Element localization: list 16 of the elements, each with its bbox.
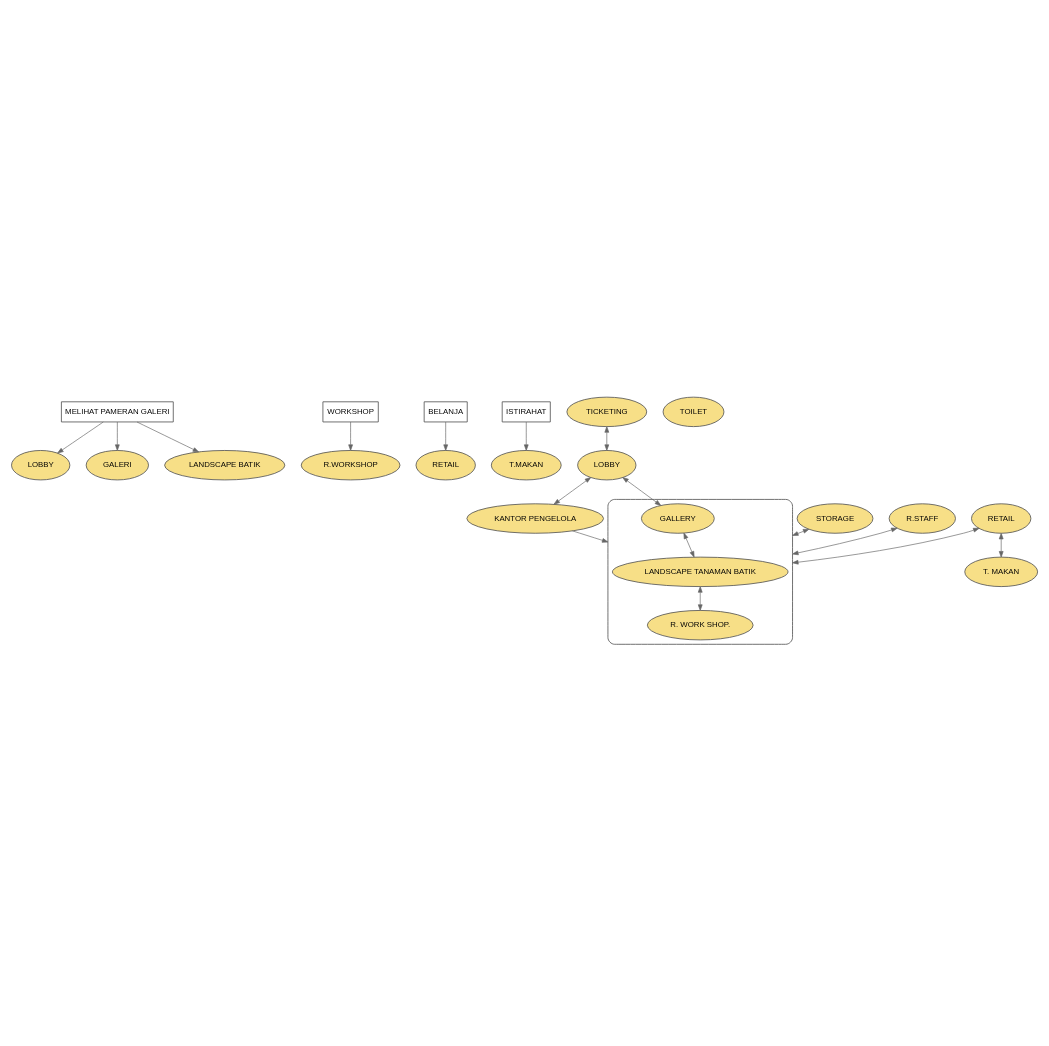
arrow (683, 532, 695, 558)
arrow (792, 527, 980, 565)
arrow (115, 421, 120, 451)
arrow (136, 421, 199, 453)
arrow (57, 421, 104, 454)
arrow (553, 477, 592, 505)
arrow (604, 426, 610, 451)
arrow (443, 421, 448, 451)
arrow (697, 586, 703, 611)
arrow (792, 527, 898, 556)
arrow (792, 528, 810, 536)
arrow (348, 421, 353, 451)
arrow (572, 530, 609, 543)
arrow (622, 477, 662, 506)
arrow (998, 533, 1004, 558)
arrow (523, 421, 529, 451)
